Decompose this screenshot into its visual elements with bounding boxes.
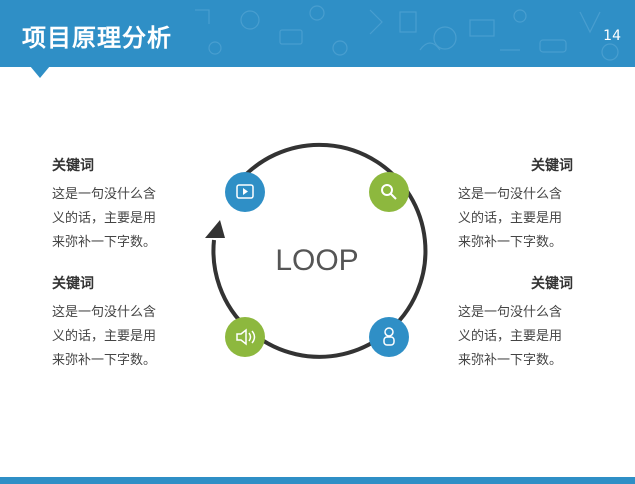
- user-icon: [383, 327, 395, 346]
- description-text: 这是一句没什么含 义的话，主要是用 来弥补一下字数。: [458, 305, 563, 368]
- node-user: [369, 317, 409, 357]
- loop-label: LOOP: [275, 244, 359, 277]
- text-block-top-left: 关键词 这是一句没什么含 义的话，主要是用 来弥补一下字数。: [52, 155, 192, 255]
- keyword-heading: 关键词: [531, 158, 573, 174]
- keyword-heading: 关键词: [52, 158, 94, 174]
- play-icon: [236, 184, 254, 199]
- search-icon: [381, 184, 397, 200]
- description-text: 这是一句没什么含 义的话，主要是用 来弥补一下字数。: [458, 187, 563, 250]
- page-title: 项目原理分析: [22, 24, 172, 52]
- speaker-icon: [236, 328, 256, 346]
- text-block-bottom-left: 关键词 这是一句没什么含 义的话，主要是用 来弥补一下字数。: [52, 273, 192, 373]
- footer-bar: [0, 477, 635, 484]
- keyword-heading: 关键词: [531, 276, 573, 292]
- keyword-heading: 关键词: [52, 276, 94, 292]
- node-search: [369, 172, 409, 212]
- header-pointer: [30, 66, 50, 78]
- text-block-bottom-right: 关键词 这是一句没什么含 义的话，主要是用 来弥补一下字数。: [433, 273, 573, 373]
- loop-arrow-head: [205, 220, 225, 238]
- text-block-top-right: 关键词 这是一句没什么含 义的话，主要是用 来弥补一下字数。: [433, 155, 573, 255]
- node-speaker: [225, 317, 265, 357]
- header-pattern: [195, 5, 619, 61]
- description-text: 这是一句没什么含 义的话，主要是用 来弥补一下字数。: [52, 187, 157, 250]
- description-text: 这是一句没什么含 义的话，主要是用 来弥补一下字数。: [52, 305, 157, 368]
- header-bar: 项目原理分析 14: [0, 0, 635, 67]
- page-number: 14: [603, 28, 621, 44]
- node-play: [225, 172, 265, 212]
